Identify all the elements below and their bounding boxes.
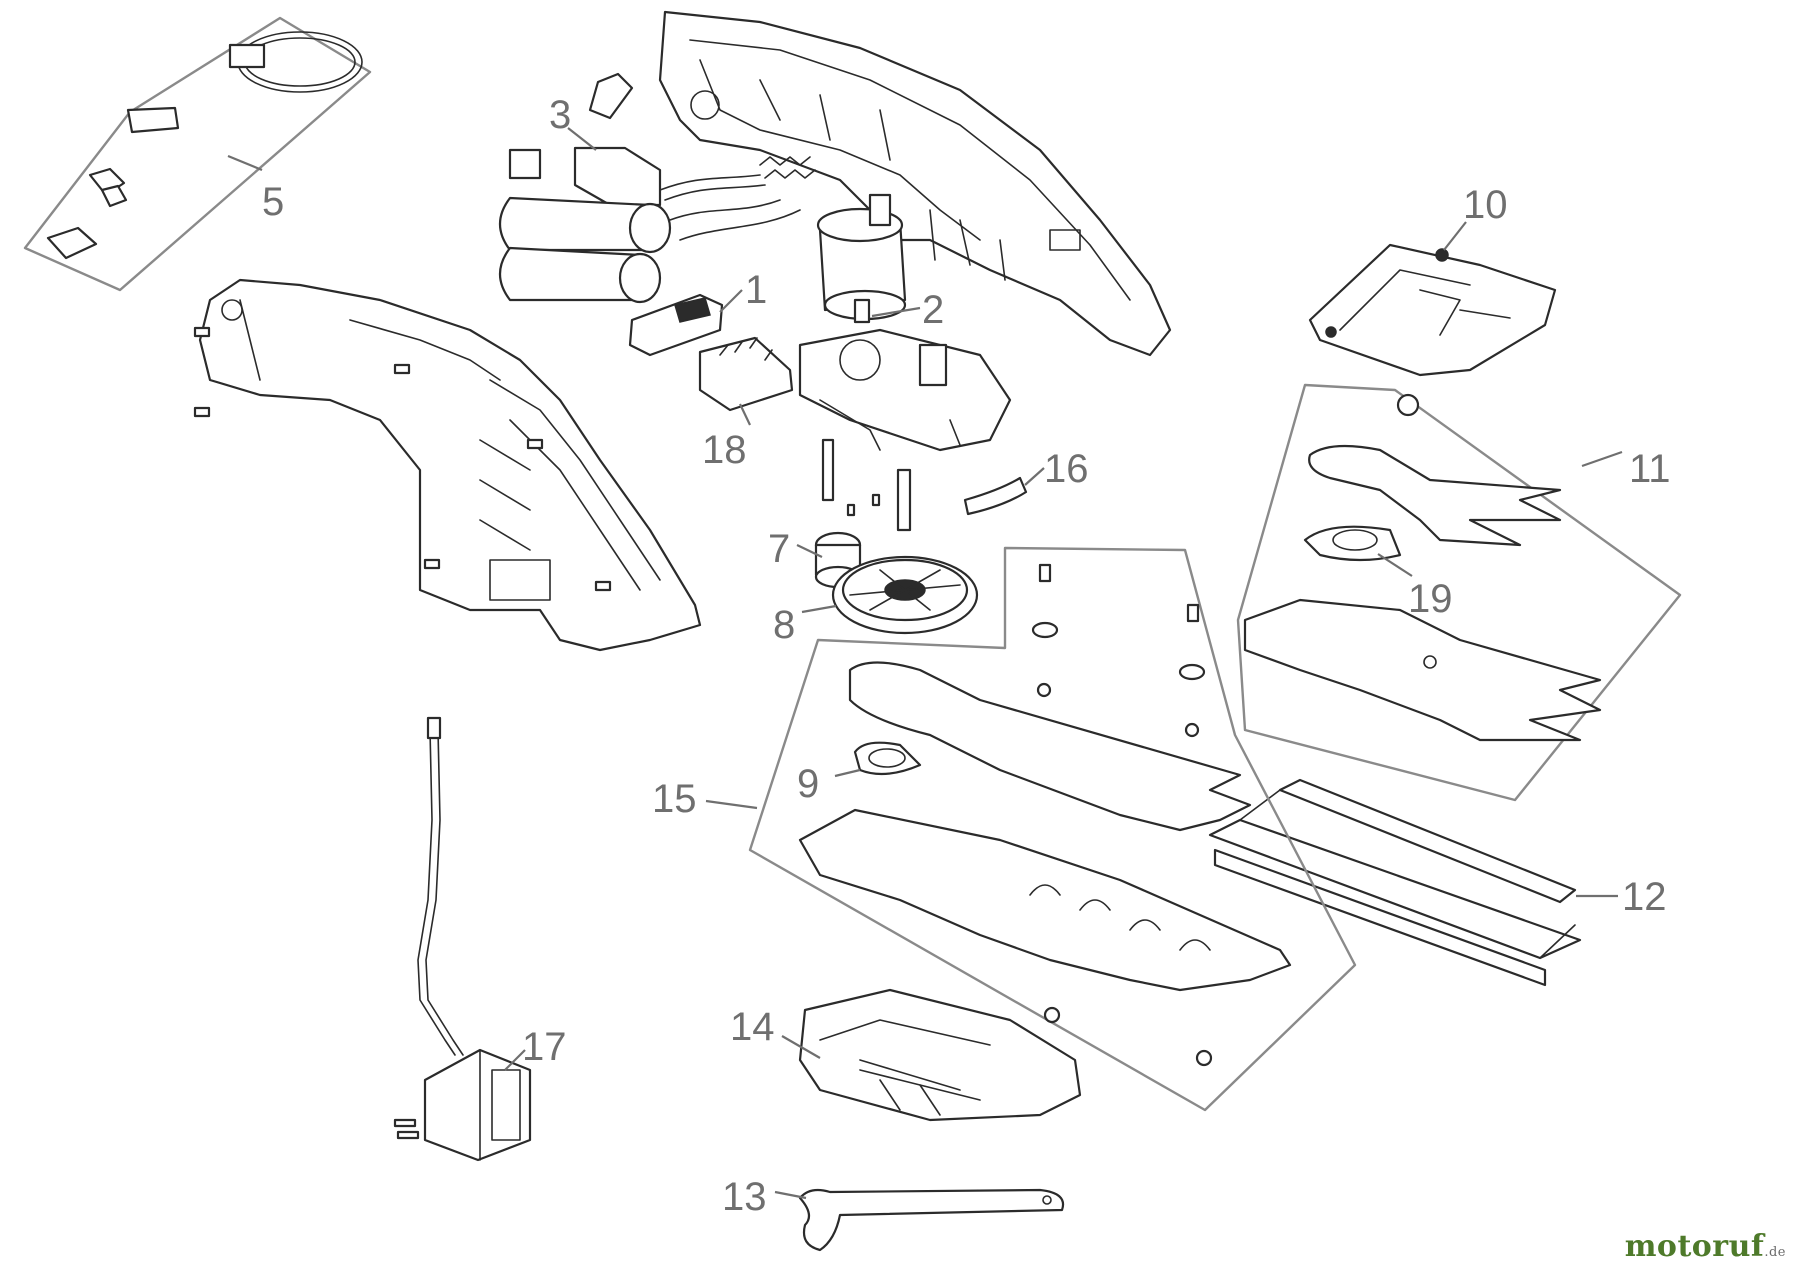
callout-12: 12 bbox=[1576, 875, 1667, 919]
part-2-motor bbox=[816, 193, 907, 324]
part-1-terminal-block bbox=[628, 293, 724, 357]
callout-5: 5 bbox=[227, 154, 284, 224]
callout-3: 3 bbox=[549, 93, 597, 151]
part-14-storage-tray bbox=[798, 988, 1082, 1122]
part-12-blade-protector bbox=[1208, 778, 1582, 987]
callout-15: 15 bbox=[652, 777, 758, 821]
small-clip-part bbox=[588, 72, 634, 120]
callout-17: 17 bbox=[504, 1025, 567, 1071]
svg-text:3: 3 bbox=[549, 93, 571, 137]
gear-housing bbox=[798, 328, 1012, 452]
group-15-outline bbox=[748, 546, 1357, 1112]
lower-handle-housing bbox=[193, 278, 702, 652]
part-13-spanner bbox=[798, 1188, 1065, 1252]
part-16-sliding-pad bbox=[963, 476, 1028, 516]
svg-text:1: 1 bbox=[745, 268, 767, 312]
part-3-switch bbox=[508, 146, 662, 207]
part-8-main-gear bbox=[831, 555, 979, 635]
group-11-outline bbox=[1236, 383, 1682, 802]
svg-text:15: 15 bbox=[652, 777, 697, 821]
part-17-charger bbox=[393, 716, 532, 1162]
part-11-shrub-blade-set bbox=[1236, 383, 1682, 802]
watermark-brand-a: motoruf bbox=[1624, 1229, 1765, 1264]
svg-text:14: 14 bbox=[730, 1005, 775, 1049]
callout-10: 10 bbox=[1443, 183, 1508, 251]
callout-9: 9 bbox=[797, 762, 861, 806]
watermark-logo: motoruf.de bbox=[1625, 1229, 1786, 1264]
svg-text:13: 13 bbox=[722, 1175, 767, 1219]
callout-2: 2 bbox=[871, 288, 944, 332]
top-housing-shell bbox=[658, 10, 1172, 357]
svg-text:8: 8 bbox=[773, 603, 795, 647]
callout-13: 13 bbox=[722, 1175, 807, 1219]
callout-14: 14 bbox=[730, 1005, 821, 1059]
callout-19: 19 bbox=[1377, 553, 1453, 621]
part-5-small-parts-kit bbox=[23, 16, 372, 292]
part-10-blade-cover bbox=[1308, 243, 1557, 377]
callout-11: 11 bbox=[1581, 447, 1671, 491]
callout-16: 16 bbox=[1024, 447, 1089, 491]
svg-text:16: 16 bbox=[1044, 447, 1089, 491]
part-18-cover-clip bbox=[698, 336, 794, 412]
part-15-grass-blade-set bbox=[748, 546, 1357, 1112]
svg-text:7: 7 bbox=[768, 527, 790, 571]
svg-text:2: 2 bbox=[922, 288, 944, 332]
svg-text:9: 9 bbox=[797, 762, 819, 806]
svg-text:17: 17 bbox=[522, 1025, 567, 1069]
watermark-tld: .de bbox=[1764, 1245, 1786, 1260]
callout-8: 8 bbox=[773, 603, 837, 647]
svg-text:19: 19 bbox=[1408, 577, 1453, 621]
svg-text:5: 5 bbox=[262, 180, 284, 224]
svg-text:10: 10 bbox=[1463, 183, 1508, 227]
callout-1: 1 bbox=[719, 268, 767, 313]
callout-7: 7 bbox=[768, 527, 823, 571]
battery-pack bbox=[498, 156, 816, 304]
svg-text:12: 12 bbox=[1622, 875, 1667, 919]
svg-text:11: 11 bbox=[1629, 447, 1671, 491]
svg-text:18: 18 bbox=[702, 428, 747, 472]
pins-and-screws bbox=[821, 438, 912, 532]
callout-18: 18 bbox=[702, 403, 751, 472]
group-5-outline bbox=[23, 16, 372, 292]
